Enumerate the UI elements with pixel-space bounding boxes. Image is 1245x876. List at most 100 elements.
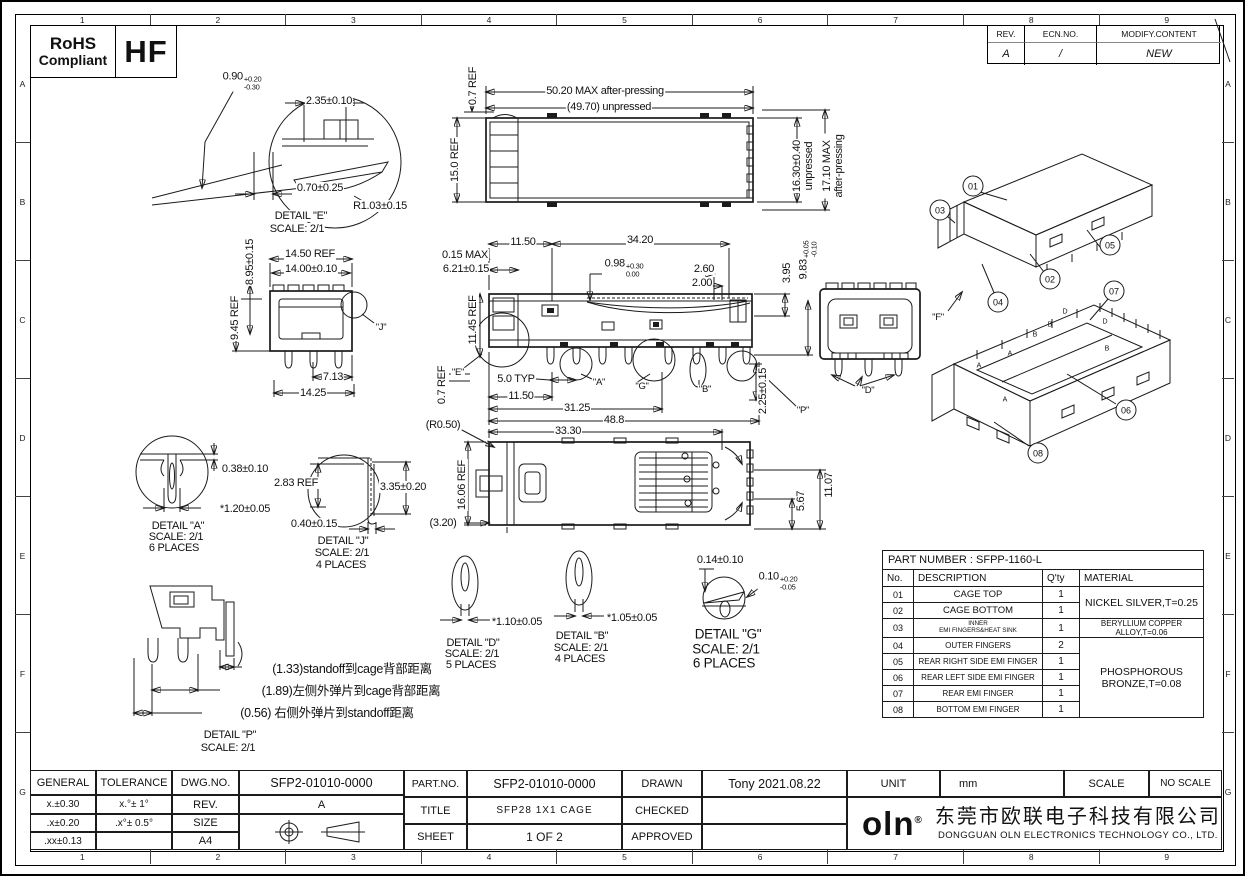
dim-front-14-00: 14.00±0.10: [284, 262, 338, 276]
scale-value: NO SCALE: [1149, 770, 1222, 797]
drawn-label: DRAWN: [622, 770, 702, 797]
finger-letter: A: [1002, 396, 1008, 404]
dim-detail-j-2-83: 2.83 REF: [272, 476, 320, 490]
unit-label: UNIT: [847, 770, 940, 797]
rear-view-lines: [819, 282, 921, 386]
dim-detail-d-1-10: *1.10±0.05: [490, 615, 544, 629]
detail-b-lines: [554, 550, 604, 616]
rev-label: REV.: [172, 795, 239, 814]
balloon-02: 02: [1039, 268, 1061, 290]
detail-g-title: DETAIL "G": [693, 626, 763, 643]
dim-side-3-95: 3.95: [780, 261, 794, 285]
detail-p-title: DETAIL "P": [202, 728, 258, 742]
scale-label: SCALE: [1064, 770, 1149, 797]
detail-d-lines: [440, 555, 490, 620]
dim-bottom-r0-50: (R0.50): [424, 418, 462, 432]
finger-letter: D: [1102, 318, 1108, 326]
part-no-value: SFP2-01010-0000: [467, 770, 622, 797]
callout-p: "P": [795, 404, 811, 417]
dim-side-9-83: 9.83+0.05-0.10: [797, 239, 819, 281]
balloon-04: 04: [987, 291, 1009, 313]
bottom-view-lines: [459, 429, 826, 533]
finger-letter: B: [1047, 321, 1053, 329]
detail-p-lines: [134, 585, 243, 716]
dim-bottom-11-07: 11.07: [822, 471, 836, 499]
dim-detail-e-0-70: 0.70±0.25: [295, 181, 345, 195]
col-desc: DESCRIPTION: [913, 569, 1043, 587]
oln-logo: oln®: [862, 805, 923, 842]
material-beryllium: BERYLLIUM COPPER ALLOY,T=0.06: [1079, 618, 1204, 638]
dim-side-31-25: 31.25: [562, 401, 592, 415]
detail-b-title: DETAIL "B": [554, 629, 610, 643]
part-no-label: PART.NO.: [404, 770, 467, 797]
modify-header: MODIFY.CONTENT: [1097, 26, 1221, 43]
dim-detail-j-3-35: 3.35±0.20: [378, 480, 428, 494]
rev-header: REV.: [988, 26, 1025, 43]
approved-value: [702, 824, 847, 850]
detail-d-title: DETAIL "D": [445, 636, 501, 650]
dim-top-49-70: (49.70) unpressed: [565, 100, 653, 114]
tolerance-label: TOLERANCE: [96, 770, 172, 795]
callout-e: "E": [450, 366, 466, 379]
tol-angle-3: [96, 832, 172, 850]
callout-b: "B": [697, 383, 713, 396]
dim-front-14-50: 14.50 REF: [284, 247, 336, 261]
dim-detail-b-1-05: *1.05±0.05: [605, 611, 659, 625]
dim-front-14-25: 14.25: [298, 386, 328, 400]
note-right-spring: (0.56) 右侧外弹片到standoff距离: [239, 706, 415, 721]
dim-bottom-5-67: 5.67: [794, 489, 808, 513]
dim-front-9-45: 9.45 REF: [228, 294, 242, 342]
callout-d: "D": [860, 384, 876, 397]
dim-front-8-95: 8.95±0.15: [243, 237, 257, 287]
detail-g-lines: [699, 568, 760, 620]
dim-side-11-50-top: 11.50: [509, 235, 537, 249]
general-label: GENERAL: [30, 770, 96, 795]
company-names: 东莞市欧联电子科技有限公司 DONGGUAN OLN ELECTRONICS T…: [935, 805, 1221, 842]
ecn-value: /: [1025, 43, 1097, 65]
note-standoff: (1.33)standoff到cage背部距离: [271, 662, 433, 677]
dim-bottom-33-30: 33.30: [553, 424, 583, 438]
unit-value: mm: [940, 770, 1064, 797]
tol-linear-3: .xx±0.13: [30, 832, 96, 850]
dim-detail-e-0-90: 0.90+0.20-0.30: [221, 70, 263, 92]
balloon-01: 01: [962, 175, 984, 197]
dim-detail-e-2-35: 2.35±0.10: [304, 94, 354, 108]
dwg-no-label: DWG.NO.: [172, 770, 239, 795]
col-no: No.: [882, 569, 914, 587]
dwg-no-value: SFP2-01010-0000: [239, 770, 404, 795]
col-qty: Q'ty: [1042, 569, 1080, 587]
rev-value: A: [988, 43, 1025, 65]
detail-b-scale: SCALE: 2/1: [552, 641, 610, 655]
detail-a-scale: SCALE: 2/1: [147, 530, 205, 544]
callout-g: "G": [634, 380, 650, 393]
top-view-lines: [452, 86, 830, 210]
hf-mark: HF: [124, 33, 168, 69]
col-material: MATERIAL: [1079, 569, 1204, 587]
title-label: TITLE: [404, 797, 467, 824]
company-name-en: DONGGUAN OLN ELECTRONICS TECHNOLOGY CO.,…: [937, 830, 1218, 842]
dim-front-7-13: 7.13: [321, 370, 345, 384]
detail-j-places: 4 PLACES: [314, 558, 368, 572]
dim-side-11-50-bot: 11.50: [507, 389, 535, 403]
tol-angle-2: .x°± 0.5°: [96, 814, 172, 832]
detail-b-places: 4 PLACES: [553, 652, 607, 666]
balloon-03: 03: [929, 199, 951, 221]
dim-side-2-60: 2.60: [692, 262, 716, 276]
tol-angle-1: x.°± 1°: [96, 795, 172, 814]
detail-a-title: DETAIL "A": [150, 519, 206, 533]
detail-j-lines: [307, 454, 411, 534]
drawn-value: Tony 2021.08.22: [702, 770, 847, 797]
dim-top-15-0-ref: 15.0 REF: [448, 136, 462, 184]
checked-value: [702, 797, 847, 824]
iso-view-1-lines: [937, 153, 1154, 312]
finger-letter: B: [1104, 345, 1110, 353]
ecn-header: ECN.NO.: [1025, 26, 1097, 43]
balloon-05: 05: [1099, 234, 1121, 256]
